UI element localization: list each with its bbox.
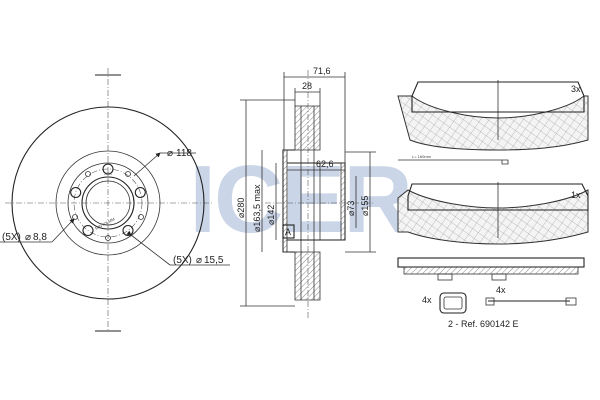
bolt-diameter-symbol: ⌀ <box>196 255 202 266</box>
hub-height-dimension: 62,6 <box>316 159 334 169</box>
clip-quantity: 4x <box>422 295 432 305</box>
disc-front-view: XXX MIN XX MM <box>5 68 214 332</box>
sensor-quantity: 4x <box>496 285 506 295</box>
clip-accessory <box>439 292 467 314</box>
outer-diameter-dimension: ⌀280 <box>236 198 246 218</box>
bolt-count-label: (5X) <box>173 255 192 266</box>
section-marker: A <box>285 227 291 237</box>
max-diameter-dimension: ⌀163,5 max <box>252 184 262 232</box>
hole-diameter-symbol: ⌀ <box>25 232 31 243</box>
pad-reference: 2 - Ref. 690142 E <box>448 319 519 329</box>
thickness-dimension: 28 <box>302 81 312 91</box>
watermark-logo: ICER <box>189 146 411 253</box>
hole-diameter-value: 8,8 <box>33 232 47 243</box>
wire-length-label: L= 160mm <box>412 154 432 159</box>
total-width-dimension: 71,6 <box>313 66 331 76</box>
wear-sensor-accessory <box>485 297 577 306</box>
hole-count-label: (5X) <box>2 232 21 243</box>
bottom-pad-quantity: 1x <box>571 190 581 200</box>
center-diameter-dimension: ⌀142 <box>266 205 276 225</box>
top-pad-quantity: 3x <box>571 84 581 94</box>
pcd-symbol: ⌀ <box>167 148 173 159</box>
hub-diameter-dimension: ⌀73 <box>346 201 356 216</box>
bolt-diameter-value: 15,5 <box>204 255 224 266</box>
pcd-dimension: 118 <box>176 148 192 159</box>
brake-pad-top <box>397 80 589 151</box>
brake-pad-bottom <box>397 182 589 245</box>
disc-section-view <box>265 70 375 318</box>
brake-pad-profile <box>397 257 585 281</box>
svg-text:XXX: XXX <box>104 171 112 176</box>
inner-diameter-dimension: ⌀155 <box>360 196 370 216</box>
